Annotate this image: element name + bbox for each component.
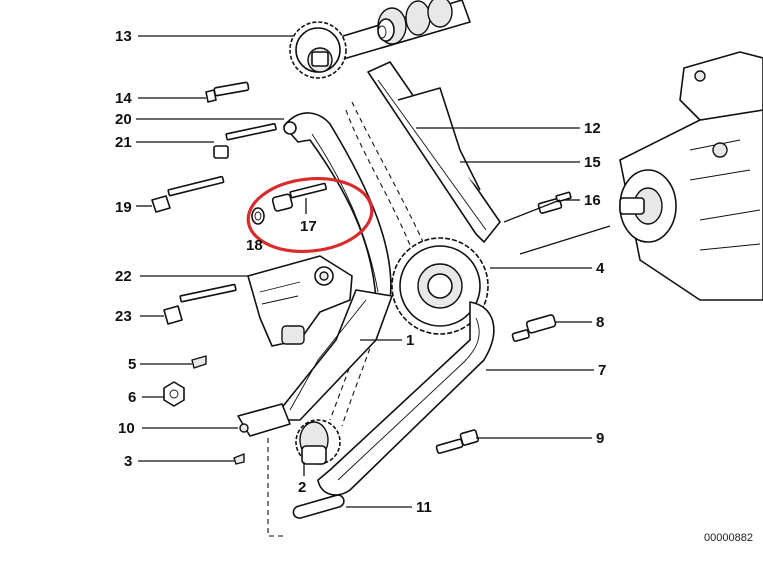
reference-code: 00000882 <box>704 532 753 544</box>
label-18: 18 <box>246 237 263 254</box>
label-2: 2 <box>298 479 306 496</box>
label-12: 12 <box>584 120 601 137</box>
clip-3 <box>233 453 245 465</box>
label-8: 8 <box>596 314 604 331</box>
label-23: 23 <box>115 308 132 325</box>
label-15: 15 <box>584 154 601 171</box>
pin-16 <box>537 191 572 214</box>
assembly-guide <box>267 438 286 537</box>
label-14: 14 <box>115 90 132 107</box>
slide-shoe <box>237 403 291 437</box>
label-19: 19 <box>115 199 132 216</box>
chain-guide-upper <box>367 61 501 243</box>
label-22: 22 <box>115 268 132 285</box>
label-6: 6 <box>128 389 136 406</box>
label-16: 16 <box>584 192 601 209</box>
leader-lines <box>136 35 611 508</box>
label-4: 4 <box>596 260 605 277</box>
label-21: 21 <box>115 134 132 151</box>
label-10: 10 <box>118 420 135 437</box>
tensioner-housing <box>247 255 353 347</box>
bolt-21 <box>213 122 277 159</box>
highlight-circle <box>246 177 374 253</box>
label-1: 1 <box>406 332 414 349</box>
bolt-9 <box>435 429 480 455</box>
pin-11 <box>292 494 345 519</box>
label-20: 20 <box>115 111 132 128</box>
label-5: 5 <box>128 356 136 373</box>
label-13: 13 <box>115 28 132 45</box>
part-number-labels: 13 14 20 21 19 17 18 22 23 5 6 10 3 2 11… <box>115 28 606 516</box>
tensioner-rail <box>283 112 392 301</box>
upper-sprocket <box>289 21 347 79</box>
label-7: 7 <box>598 362 606 379</box>
injection-pump <box>619 51 763 301</box>
crank-sprocket <box>295 419 341 465</box>
left-rail <box>271 289 393 421</box>
bolt-23 <box>163 283 237 325</box>
label-11: 11 <box>416 499 432 516</box>
washer-18 <box>251 207 265 225</box>
nut-6 <box>163 381 185 407</box>
pin-8 <box>511 314 557 343</box>
key-5 <box>191 355 207 369</box>
bolt-14 <box>205 81 250 103</box>
lower-guide-rail <box>317 301 495 496</box>
camshaft <box>329 0 471 61</box>
bolt-19 <box>151 175 225 213</box>
bolt-17 <box>271 182 327 212</box>
main-sprocket <box>391 237 489 335</box>
label-17: 17 <box>300 218 317 235</box>
label-9: 9 <box>596 430 604 447</box>
label-3: 3 <box>124 453 132 470</box>
